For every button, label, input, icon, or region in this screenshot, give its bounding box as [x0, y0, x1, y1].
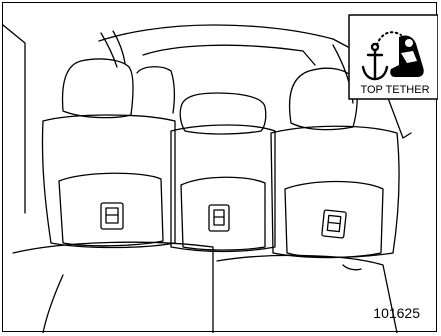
figure-frame: TOP TETHER 101625	[2, 2, 437, 332]
figure-number: 101625	[373, 305, 420, 321]
top-tether-icon-box	[3, 3, 438, 333]
top-tether-label: TOP TETHER	[352, 84, 438, 96]
